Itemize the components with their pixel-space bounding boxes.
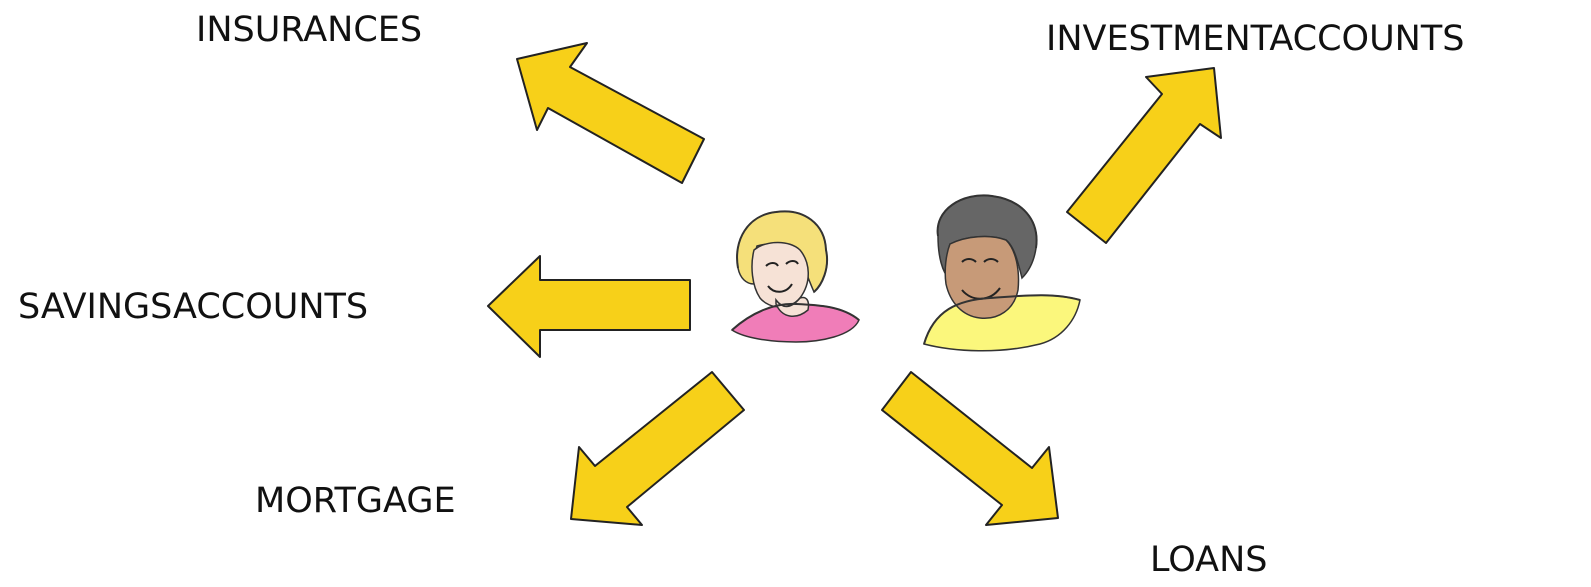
arrow-to-loans-icon (882, 372, 1058, 525)
woman-clipart-icon (732, 211, 859, 342)
arrow-to-investment-accounts-icon (1067, 68, 1221, 243)
arrow-to-insurances-icon (517, 43, 704, 183)
man-clipart-icon (924, 195, 1080, 350)
arrow-to-savings-accounts-icon (488, 256, 690, 357)
arrow-to-mortgage-icon (571, 372, 744, 525)
